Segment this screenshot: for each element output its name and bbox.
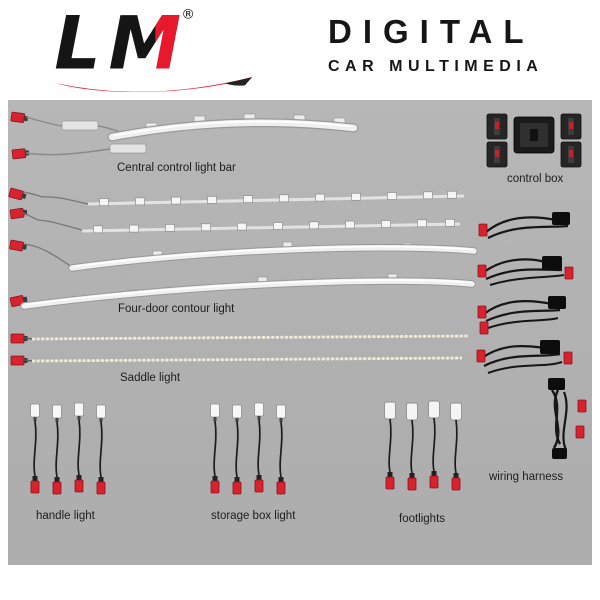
footlights-label: footlights: [399, 513, 446, 525]
lm-logo-graphic: L M M ®: [54, 2, 253, 93]
central-control-light-bar-label: Central control light bar: [117, 162, 236, 174]
central-control-light-bar-graphic: [10, 111, 359, 160]
lm-logo: L M M ®: [52, 2, 292, 98]
handle-light-label: handle light: [36, 510, 95, 522]
components-art: [8, 111, 587, 495]
header: L M M ® DIGITAL CAR MULTIMEDIA: [0, 0, 600, 100]
logo-swoosh-tail: [225, 77, 253, 86]
storage-box-light-label: storage box light: [211, 510, 296, 522]
footlights-graphic: [383, 400, 463, 491]
brand-subtitle: CAR MULTIMEDIA: [328, 58, 544, 76]
logo-letter-l: L: [54, 2, 100, 87]
storage-box-light-graphic: [209, 402, 287, 495]
four-door-contour-light-graphic: [8, 187, 478, 310]
control-box-graphic: [486, 113, 582, 168]
saddle-light-label: Saddle light: [120, 372, 181, 384]
handle-light-graphic: [29, 402, 107, 495]
four-door-contour-light-label: Four-door contour light: [118, 303, 235, 315]
wiring-harness-graphic: [476, 212, 587, 459]
saddle-light-graphic: [10, 333, 469, 366]
brand-title: DIGITAL: [328, 13, 535, 50]
registered-mark: ®: [181, 7, 195, 23]
control-box-label: control box: [507, 173, 564, 185]
logo-letter-m: M: [108, 2, 181, 87]
logo-letter-m-red: M: [108, 2, 181, 87]
components-panel: Central control light bar control box Fo…: [8, 100, 592, 565]
wiring-harness-label: wiring harness: [489, 471, 564, 483]
brand-text: DIGITAL CAR MULTIMEDIA: [328, 13, 544, 76]
